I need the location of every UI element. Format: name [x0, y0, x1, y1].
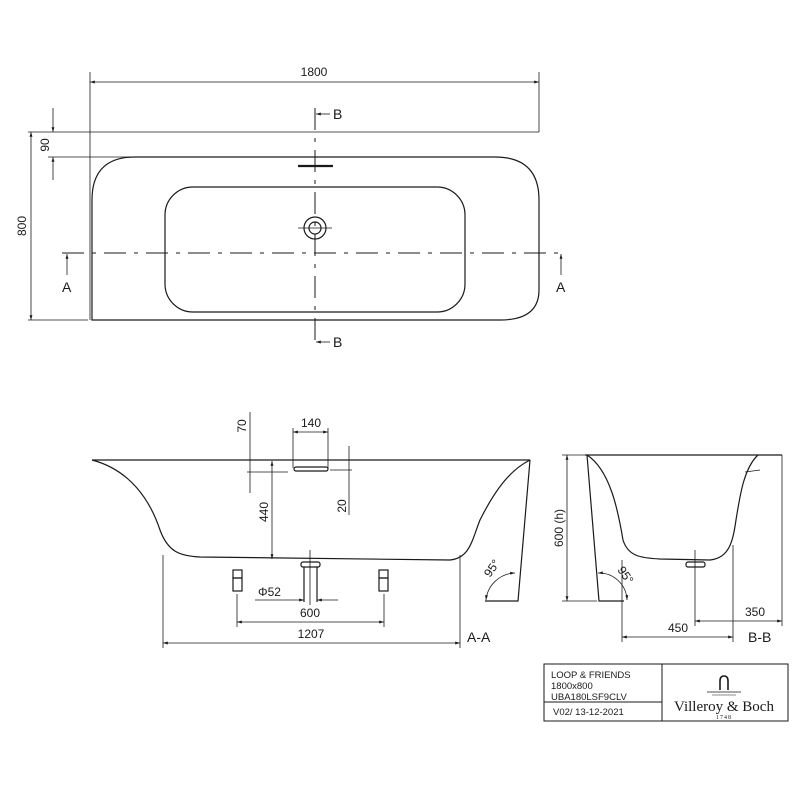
- drain-bb: [685, 561, 706, 568]
- section-b-label-top: B: [333, 106, 342, 122]
- section-aa-label: A-A: [467, 629, 491, 645]
- product-size: 1800x800: [551, 681, 593, 692]
- dim-height: 600 (h): [552, 509, 566, 547]
- dim-base-width: 450: [668, 621, 688, 635]
- tub-basin: [164, 186, 466, 313]
- dim-width: 800: [15, 216, 29, 236]
- section-a-label-left: A: [62, 279, 72, 295]
- brand-year: 1748: [716, 715, 732, 721]
- foot-right: [378, 569, 389, 592]
- brand-logo: Villeroy & Boch 1748: [674, 675, 774, 721]
- drain-pipe: [300, 550, 321, 605]
- tub-profile: [91, 459, 531, 561]
- brand-name: Villeroy & Boch: [674, 699, 774, 715]
- dim-feet-spacing: 600: [300, 606, 320, 620]
- dim-depth: 440: [257, 502, 271, 522]
- tub-panel: [485, 459, 531, 602]
- overflow-slot: [293, 466, 329, 472]
- dim-length: 1800: [301, 65, 328, 79]
- dim-overflow-width: 140: [301, 416, 321, 430]
- foot-left: [232, 569, 243, 592]
- tub-profile-bb: [586, 454, 759, 561]
- section-aa: 95° 70 140 20 440 Φ52: [91, 412, 531, 648]
- section-bb: 95° 600 (h) 450 350 B-B: [552, 454, 783, 645]
- tub-outline: [91, 156, 540, 321]
- section-b-label-bottom: B: [333, 334, 342, 350]
- dim-drain-offset: 350: [745, 605, 765, 619]
- tub-panel-bb: [586, 454, 624, 602]
- dim-drain-diameter: Φ52: [258, 585, 281, 599]
- top-view: 1800 800 90 A A B B: [15, 65, 566, 350]
- dim-rim: 90: [38, 138, 52, 152]
- article-number: UBA180LSF9CLV: [551, 692, 628, 703]
- angle-aa: 95°: [481, 557, 503, 580]
- title-block: LOOP & FRIENDS 1800x800 UBA180LSF9CLV V0…: [543, 663, 789, 722]
- section-bb-label: B-B: [748, 629, 771, 645]
- angle-bb: 95°: [615, 564, 637, 587]
- dim-overflow-height: 20: [335, 499, 349, 513]
- dim-overflow-top: 70: [235, 419, 249, 433]
- product-name: LOOP & FRIENDS: [551, 670, 631, 681]
- dim-base-length: 1207: [298, 627, 325, 641]
- version-date: V02/ 13-12-2021: [553, 707, 624, 718]
- section-a-label-right: A: [556, 279, 566, 295]
